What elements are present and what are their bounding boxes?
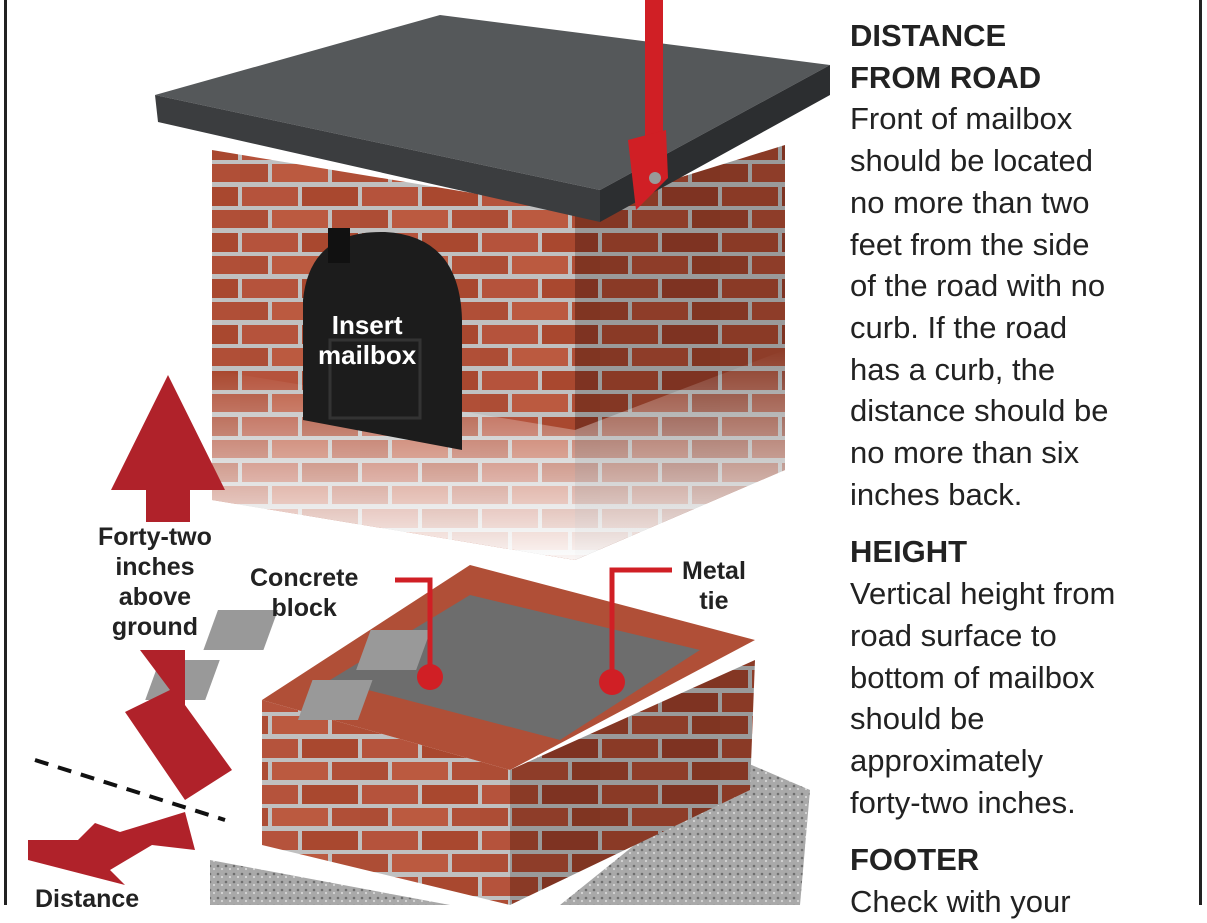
section-body: Front of mailbox bbox=[850, 101, 1073, 137]
section-body: should be bbox=[850, 701, 985, 737]
mailbox-pillar-illustration bbox=[28, 0, 830, 905]
ground-line bbox=[34, 758, 226, 822]
lower-brick-pillar bbox=[145, 565, 755, 905]
section-body: has a curb, the bbox=[850, 351, 1056, 387]
section-body: curb. If the road bbox=[850, 309, 1068, 345]
info-text-column: DISTANCE FROM ROAD Front of mailbox shou… bbox=[850, 15, 1115, 923]
section-body: approximately bbox=[850, 742, 1043, 778]
section-body: distance should be bbox=[850, 393, 1109, 429]
metal-tie-callout bbox=[609, 567, 672, 680]
frame-border-right bbox=[1199, 0, 1202, 905]
section-body: feet from the side bbox=[850, 226, 1090, 262]
mailbox-flag-icon bbox=[628, 0, 668, 210]
section-heading: FOOTER bbox=[850, 842, 980, 878]
section-heading: HEIGHT bbox=[850, 534, 968, 570]
footer-concrete bbox=[210, 760, 810, 905]
section-body: of the road with no bbox=[850, 268, 1106, 304]
concrete-block-callout bbox=[395, 577, 433, 675]
section-body: road surface to bbox=[850, 617, 1057, 653]
section-body: bottom of mailbox bbox=[850, 659, 1095, 695]
section-body: should be located bbox=[850, 143, 1094, 179]
section-body: Vertical height from bbox=[850, 576, 1116, 612]
section-body: Check with your bbox=[850, 884, 1071, 920]
section-body: forty-two inches. bbox=[850, 784, 1076, 820]
upper-brick-pillar bbox=[212, 145, 785, 560]
mailbox-icon bbox=[303, 228, 462, 450]
arrow-down-icon bbox=[125, 650, 232, 800]
section-body: no more than two bbox=[850, 184, 1090, 220]
section-body: no more than six bbox=[850, 435, 1080, 471]
distance-label: Distance bbox=[35, 885, 140, 913]
section-body: inches back. bbox=[850, 476, 1023, 512]
arrow-up-icon bbox=[111, 375, 225, 522]
frame-border-left bbox=[4, 0, 7, 905]
metal-tie-marker bbox=[599, 669, 625, 695]
section-heading: DISTANCE bbox=[850, 18, 1007, 53]
section-heading: FROM ROAD bbox=[850, 59, 1042, 95]
arrow-distance-icon bbox=[28, 812, 195, 885]
concrete-block-marker bbox=[417, 664, 443, 690]
